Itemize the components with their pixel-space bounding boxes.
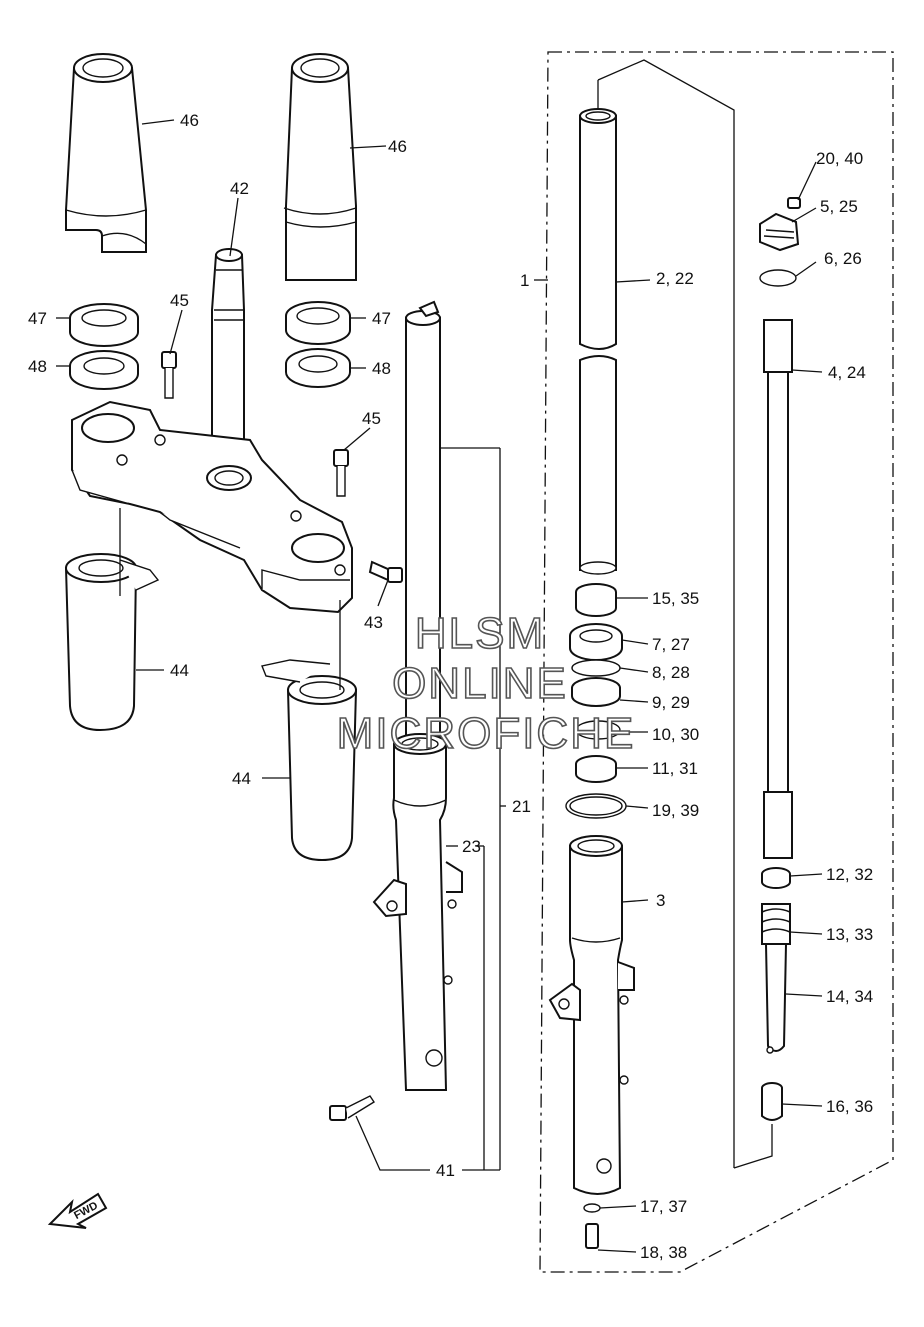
label-18-38: 18, 38 bbox=[640, 1243, 687, 1262]
label-17-37: 17, 37 bbox=[640, 1197, 687, 1216]
fork-assembly-21 bbox=[372, 300, 463, 1091]
label-3: 3 bbox=[656, 891, 665, 910]
bolt-45-right bbox=[333, 449, 349, 497]
damper-47-left bbox=[69, 303, 139, 347]
label-2-22: 2, 22 bbox=[656, 269, 694, 288]
label-46-left: 46 bbox=[180, 111, 199, 130]
fork-spring-4-24 bbox=[763, 319, 793, 859]
label-11-31: 11, 31 bbox=[652, 759, 698, 778]
label-10-30: 10, 30 bbox=[652, 725, 699, 744]
label-21: 21 bbox=[512, 797, 531, 816]
label-4-24: 4, 24 bbox=[828, 363, 866, 382]
label-1: 1 bbox=[520, 271, 529, 290]
bushing-11-31 bbox=[575, 755, 617, 783]
cap-bolt-5-25 bbox=[759, 212, 800, 252]
bolt-43 bbox=[368, 560, 403, 583]
gasket-17-37 bbox=[583, 1203, 601, 1213]
label-6-26: 6, 26 bbox=[824, 249, 862, 268]
label-44-left: 44 bbox=[170, 661, 189, 680]
damper-47-right bbox=[285, 301, 351, 345]
label-9-29: 9, 29 bbox=[652, 693, 690, 712]
label-19-39: 19, 39 bbox=[652, 801, 699, 820]
label-8-28: 8, 28 bbox=[652, 663, 690, 682]
adjuster-20-40 bbox=[787, 197, 801, 209]
washer-9-29 bbox=[571, 677, 621, 707]
fork-cover-upper-right bbox=[283, 53, 357, 281]
washer-48-left bbox=[69, 350, 139, 390]
oil-seal-7-27 bbox=[569, 623, 623, 661]
label-16-36: 16, 36 bbox=[826, 1097, 873, 1116]
rebound-spring-13-33 bbox=[761, 903, 791, 945]
label-44-right: 44 bbox=[232, 769, 251, 788]
label-48-left: 48 bbox=[28, 357, 47, 376]
label-15-35: 15, 35 bbox=[652, 589, 699, 608]
watermark-line-3: MICROFICHE bbox=[337, 709, 636, 758]
damper-rod-14-34 bbox=[764, 943, 788, 1054]
o-ring-6-26 bbox=[759, 269, 797, 287]
clip-8-28 bbox=[571, 659, 621, 677]
label-47-right: 47 bbox=[372, 309, 391, 328]
bolt-41 bbox=[329, 1095, 375, 1121]
inner-tube-2-22 bbox=[579, 108, 617, 575]
label-41: 41 bbox=[436, 1161, 455, 1180]
label-45-left: 45 bbox=[170, 291, 189, 310]
label-46-right: 46 bbox=[388, 137, 407, 156]
bushing-15-35 bbox=[575, 583, 617, 617]
fork-cover-upper-left bbox=[65, 53, 147, 253]
assembly-boundary bbox=[539, 51, 894, 1273]
clip-19-39 bbox=[565, 793, 627, 819]
watermark-line-2: ONLINE bbox=[392, 659, 568, 708]
spacer-12-32 bbox=[761, 867, 791, 889]
label-45-right: 45 bbox=[362, 409, 381, 428]
bushing-10-30 bbox=[575, 720, 621, 740]
under-bracket bbox=[71, 400, 353, 614]
label-48-right: 48 bbox=[372, 359, 391, 378]
bolt-18-38 bbox=[585, 1223, 599, 1249]
label-23: 23 bbox=[462, 837, 481, 856]
fork-cover-lower-right bbox=[261, 659, 358, 862]
outer-tube-3 bbox=[548, 835, 635, 1195]
label-5-25: 5, 25 bbox=[820, 197, 858, 216]
steering-stem bbox=[211, 248, 245, 471]
watermark-line-1: HLSM bbox=[415, 609, 545, 658]
label-14-34: 14, 34 bbox=[826, 987, 873, 1006]
label-12-32: 12, 32 bbox=[826, 865, 873, 884]
taper-spindle-16-36 bbox=[761, 1082, 783, 1121]
bolt-45-left bbox=[161, 351, 177, 399]
fork-cover-lower-left bbox=[64, 553, 160, 732]
watermark: HLSM ONLINE MICROFICHE bbox=[336, 608, 636, 759]
label-20-40: 20, 40 bbox=[816, 149, 863, 168]
label-7-27: 7, 27 bbox=[652, 635, 690, 654]
label-42: 42 bbox=[230, 179, 249, 198]
washer-48-right bbox=[285, 348, 351, 388]
leader-lines bbox=[56, 59, 823, 1253]
label-43: 43 bbox=[364, 613, 383, 632]
fwd-arrow-icon: FWD bbox=[47, 1192, 108, 1229]
label-13-33: 13, 33 bbox=[826, 925, 873, 944]
label-47-left: 47 bbox=[28, 309, 47, 328]
